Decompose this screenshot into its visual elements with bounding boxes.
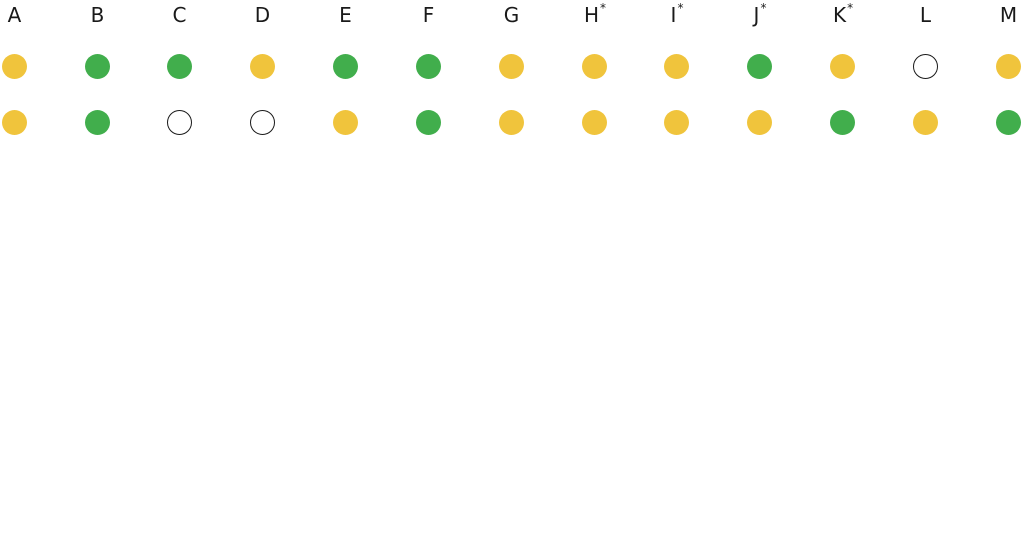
status-dot-yellow [499, 110, 524, 135]
status-dot-yellow [499, 54, 524, 79]
column-c: C [160, 0, 200, 150]
status-dot-yellow [2, 110, 27, 135]
status-dot-green [747, 54, 772, 79]
column-l: L [906, 0, 946, 150]
column-mark: * [760, 1, 767, 16]
column-label: L [919, 3, 932, 27]
column-mark: * [600, 1, 607, 16]
status-dot-green [830, 110, 855, 135]
status-dot-yellow [747, 110, 772, 135]
status-dot-yellow [250, 54, 275, 79]
status-dot-green [85, 54, 110, 79]
column-header: E [326, 3, 366, 27]
column-header: G [492, 3, 532, 27]
column-header: J* [740, 1, 780, 27]
column-g: G [492, 0, 532, 150]
status-dot-yellow [830, 54, 855, 79]
column-label: K [832, 3, 847, 27]
status-dot-yellow [913, 110, 938, 135]
column-f: F [409, 0, 449, 150]
column-label: D [254, 3, 271, 27]
column-label: G [503, 3, 520, 27]
column-label: A [7, 3, 22, 27]
column-header: H* [575, 1, 615, 27]
column-mark: * [677, 1, 684, 16]
column-i: I* [657, 0, 697, 150]
status-dot-yellow [333, 110, 358, 135]
column-m: M [989, 0, 1024, 150]
column-label: C [172, 3, 187, 27]
column-label: H [583, 3, 600, 27]
column-b: B [78, 0, 118, 150]
column-j: J* [740, 0, 780, 150]
column-header: F [409, 3, 449, 27]
status-dot-yellow [996, 54, 1021, 79]
column-k: K* [823, 0, 863, 150]
column-d: D [243, 0, 283, 150]
column-label: E [339, 3, 352, 27]
status-dot-green [167, 54, 192, 79]
status-dot-green [416, 54, 441, 79]
column-e: E [326, 0, 366, 150]
column-h: H* [575, 0, 615, 150]
status-dot-yellow [664, 54, 689, 79]
status-dot-green [333, 54, 358, 79]
column-label: J [753, 3, 760, 27]
column-header: A [0, 3, 35, 27]
column-header: L [906, 3, 946, 27]
column-header: K* [823, 1, 863, 27]
status-dot-green [996, 110, 1021, 135]
status-dot-yellow [582, 54, 607, 79]
column-header: I* [657, 1, 697, 27]
column-label: B [90, 3, 105, 27]
status-dot-yellow [582, 110, 607, 135]
column-label: M [999, 3, 1018, 27]
status-dot-empty [167, 110, 192, 135]
column-a: A [0, 0, 35, 150]
column-header: D [243, 3, 283, 27]
column-header: C [160, 3, 200, 27]
status-dot-empty [913, 54, 938, 79]
column-mark: * [847, 1, 854, 16]
column-label: I [670, 3, 677, 27]
status-dot-yellow [664, 110, 689, 135]
column-header: M [989, 3, 1024, 27]
status-dot-green [416, 110, 441, 135]
status-dot-empty [250, 110, 275, 135]
column-label: F [422, 3, 435, 27]
status-dot-yellow [2, 54, 27, 79]
status-dot-green [85, 110, 110, 135]
column-header: B [78, 3, 118, 27]
